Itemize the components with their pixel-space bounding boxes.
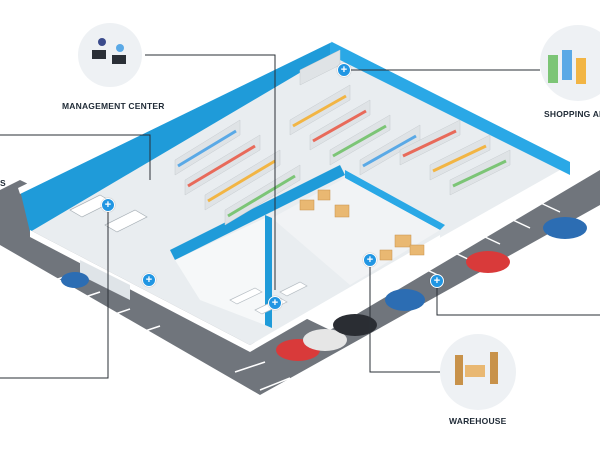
hotspot-parking[interactable]: + bbox=[430, 274, 444, 288]
shelf-goods bbox=[177, 94, 507, 218]
plus-icon: + bbox=[271, 297, 279, 309]
shopping-callout-circle bbox=[540, 25, 600, 101]
back-wall-right bbox=[330, 40, 570, 175]
front-wall-right bbox=[250, 235, 440, 352]
label-left-partial: S bbox=[0, 178, 6, 188]
partition-wall-c bbox=[345, 170, 445, 230]
management-callout-circle bbox=[78, 23, 142, 87]
label-shopping-area: SHOPPING AR bbox=[544, 109, 600, 119]
cars bbox=[61, 217, 587, 361]
back-wall-left bbox=[20, 40, 330, 232]
plus-icon: + bbox=[340, 64, 348, 76]
warehouse-callout-circle bbox=[440, 334, 516, 410]
entrance-block bbox=[80, 260, 130, 300]
plus-icon: + bbox=[104, 199, 112, 211]
plus-icon: + bbox=[145, 274, 153, 286]
callout-lines bbox=[0, 54, 600, 379]
hotspot-management[interactable]: + bbox=[268, 296, 282, 310]
wall-top-left bbox=[18, 36, 332, 194]
wall-top-right bbox=[330, 36, 572, 162]
partition-wall-a bbox=[170, 165, 345, 260]
parking-lines bbox=[39, 197, 561, 391]
hotspot-office[interactable]: + bbox=[142, 273, 156, 287]
hotspot-warehouse[interactable]: + bbox=[363, 253, 377, 267]
hotspot-checkout[interactable]: + bbox=[101, 198, 115, 212]
label-warehouse: WAREHOUSE bbox=[449, 416, 507, 426]
label-management-center: MANAGEMENT CENTER bbox=[62, 101, 165, 111]
warehouse-boxes bbox=[299, 189, 425, 261]
front-wall bbox=[30, 230, 250, 352]
plus-icon: + bbox=[433, 275, 441, 287]
hotspot-shopping[interactable]: + bbox=[337, 63, 351, 77]
plus-icon: + bbox=[366, 254, 374, 266]
